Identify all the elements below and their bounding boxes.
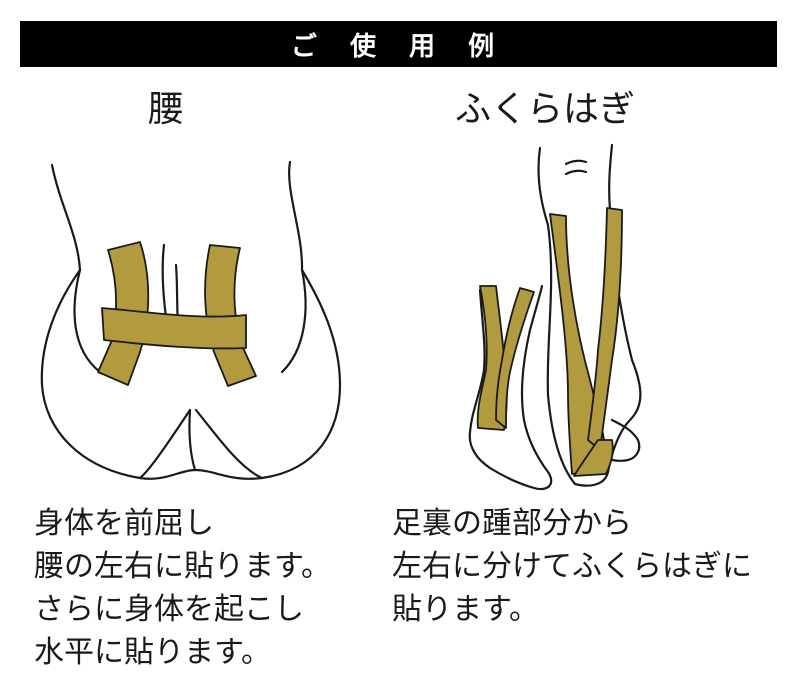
calf-crease	[564, 159, 588, 166]
panel-title-lower-back: 腰	[148, 89, 185, 130]
caption-line: 足裏の踵部分から	[392, 506, 632, 541]
heel-tape	[573, 439, 614, 477]
horizontal-tape	[101, 307, 247, 350]
caption-line: 貼ります。	[392, 592, 539, 627]
foot-outline	[602, 418, 641, 462]
caption-line: 身体を前屈し	[34, 506, 214, 541]
buttocks-cleft	[188, 408, 197, 472]
calf-tape-right-strip	[587, 207, 623, 451]
section-header: ご 使 用 例	[20, 21, 777, 67]
caption-line: 水平に貼ります。	[34, 635, 271, 670]
panel-title-calf: ふくらはぎ	[455, 89, 636, 130]
calf-crease-2	[564, 169, 588, 176]
caption-calf: 足裏の踵部分から 左右に分けてふくらはぎに 貼ります。	[392, 502, 752, 631]
caption-line: さらに身体を起こし	[34, 592, 304, 627]
caption-lower-back: 身体を前屈し 腰の左右に貼ります。 さらに身体を起こし 水平に貼ります。	[34, 502, 331, 674]
side-leg-outline	[468, 284, 553, 491]
left-hip-curve	[73, 268, 102, 374]
right-buttock-curve	[194, 408, 264, 480]
right-hip-curve	[280, 268, 307, 374]
caption-line: 腰の左右に貼ります。	[34, 549, 331, 584]
side-tape-right-strip	[495, 287, 535, 429]
section-header-title: ご 使 用 例	[290, 31, 507, 62]
left-buttock-curve	[138, 408, 192, 480]
caption-line: 左右に分けてふくらはぎに	[392, 549, 752, 584]
